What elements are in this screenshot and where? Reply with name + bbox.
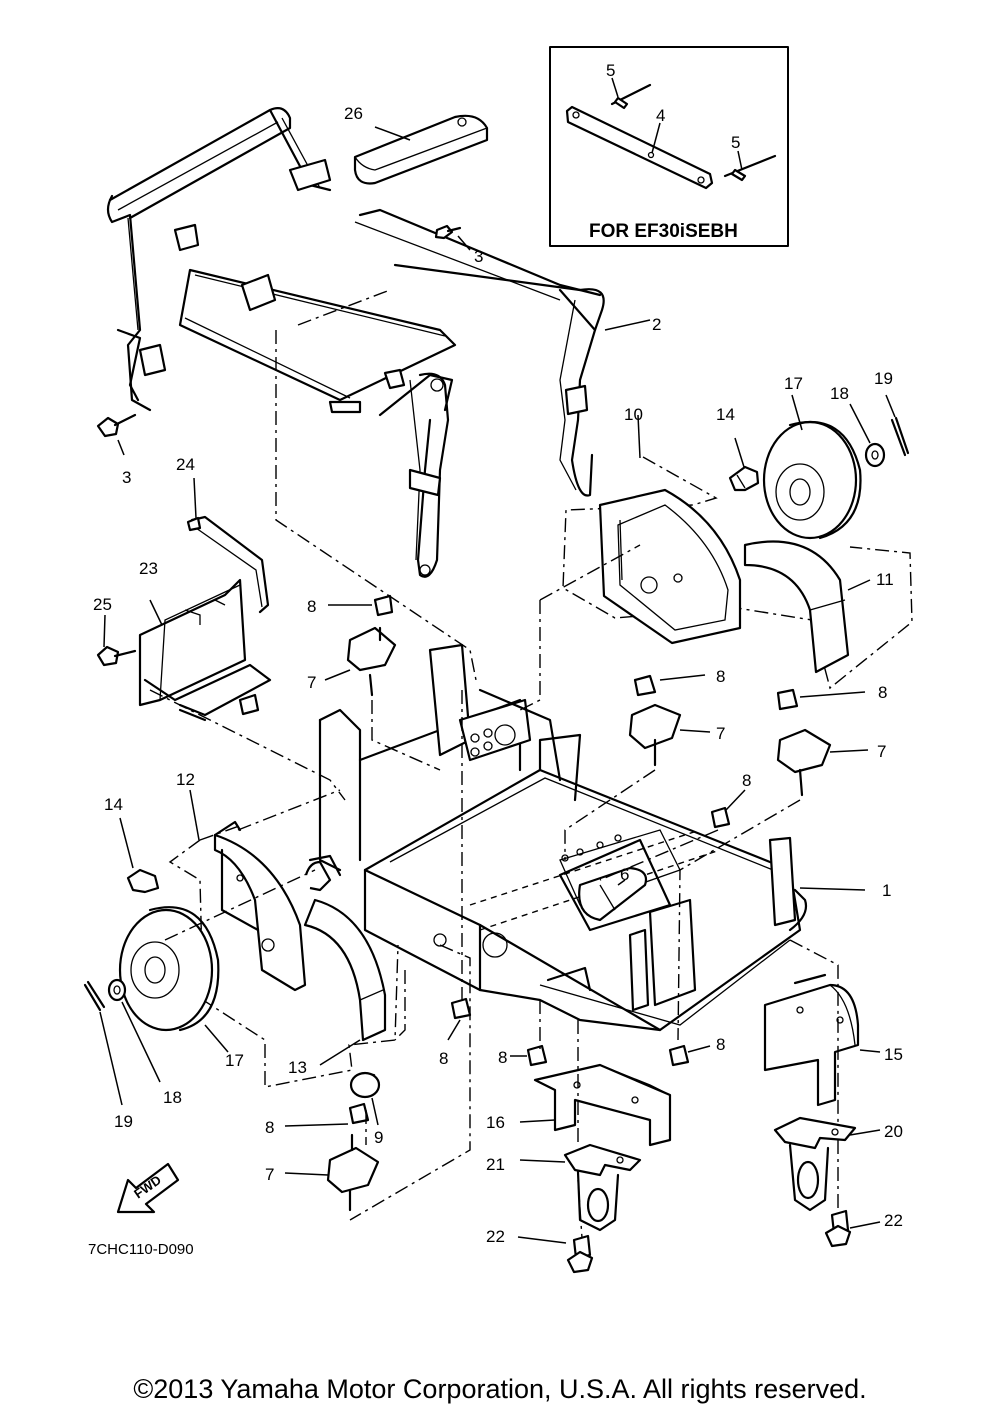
callout-3-upper: 3: [474, 247, 483, 266]
callout-8-right-top: 8: [878, 683, 887, 702]
pin-part-5-upper: [610, 83, 652, 110]
callout-18-left: 18: [163, 1088, 182, 1107]
callout-22-right: 22: [884, 1211, 903, 1230]
callout-15: 15: [884, 1045, 903, 1064]
callout-8-top: 8: [307, 597, 316, 616]
bolt-part-25: [96, 614, 137, 667]
nut-part-8-right-mid: [710, 789, 746, 829]
mount-part-7-top: [324, 626, 397, 697]
callout-8-lower-left: 8: [439, 1049, 448, 1068]
callout-8-right-mid: 8: [742, 771, 751, 790]
cotter-pin-part-19-left: [83, 980, 123, 1106]
callout-19-left: 19: [114, 1112, 133, 1131]
callout-13: 13: [288, 1058, 307, 1077]
callout-21: 21: [486, 1155, 505, 1174]
callout-7-bottom: 7: [265, 1165, 274, 1184]
washer-part-18-right: [849, 403, 886, 468]
nut-part-8-mid: [633, 674, 706, 697]
strap-part-24: [186, 477, 270, 614]
callout-labels: 1 2 3 3 4 5 5 6 7 7 7 7 8 8 8 8 8 8 8 8 …: [93, 61, 903, 1246]
alignment-lines: [149, 289, 839, 1239]
bolt-part-3-upper: [434, 224, 471, 251]
callout-2: 2: [652, 315, 661, 334]
bracket-part-16: [519, 1063, 672, 1147]
mount-part-7-right: [776, 728, 869, 797]
callout-10: 10: [624, 405, 643, 424]
forward-direction-arrow: FWD: [116, 1162, 180, 1214]
drawing-code: 7CHC110-D090: [88, 1241, 194, 1258]
bolt-part-22-right: [824, 1209, 881, 1248]
callout-23: 23: [139, 559, 158, 578]
callout-7-top: 7: [307, 673, 316, 692]
clip-part-14-right: [728, 437, 760, 492]
callout-18-right: 18: [830, 384, 849, 403]
copyright-notice: ©2013 Yamaha Motor Corporation, U.S.A. A…: [133, 1374, 867, 1404]
fender-assembly-part-12: [168, 789, 399, 1088]
callout-24: 24: [176, 455, 195, 474]
bolt-part-22-left: [517, 1234, 594, 1274]
callout-25: 25: [93, 595, 112, 614]
base-frame-part-1: [304, 643, 866, 1032]
bracket-part-4: [565, 105, 714, 190]
callout-9: 9: [374, 1128, 383, 1147]
callout-4: 4: [656, 106, 665, 125]
handle-frame-part-2: [106, 107, 651, 578]
pad-part-6: [578, 866, 648, 922]
nut-part-8-top: [328, 594, 394, 617]
callout-8-lower-right: 8: [716, 1035, 725, 1054]
nut-part-8-bottom: [284, 1102, 370, 1127]
callout-14-right: 14: [716, 405, 735, 424]
bracket-part-15: [763, 973, 881, 1107]
callout-17-left: 17: [225, 1051, 244, 1070]
callout-26: 26: [344, 104, 363, 123]
caster-part-21: [519, 1143, 642, 1232]
callout-5-upper: 5: [606, 61, 615, 80]
mount-part-7-mid: [628, 703, 711, 767]
tray-part-23: [138, 578, 272, 722]
callout-8-bottom: 8: [265, 1118, 274, 1137]
callout-14-left: 14: [104, 795, 123, 814]
nut-part-8-lower-mid: [510, 1044, 548, 1067]
nut-part-8-lower-left: [447, 997, 472, 1041]
handle-cover-part-26: [353, 114, 489, 185]
bolt-part-3-lower: [96, 413, 137, 456]
callout-3-lower: 3: [122, 468, 131, 487]
fender-part-12-inner: [213, 820, 307, 992]
clip-part-14-left: [119, 817, 160, 894]
caster-part-20: [773, 1116, 881, 1212]
callout-20: 20: [884, 1122, 903, 1141]
callout-12: 12: [176, 770, 195, 789]
wheel-part-17-left: [118, 906, 229, 1053]
callout-17-right: 17: [784, 374, 803, 393]
washer-part-18-left: [107, 978, 161, 1083]
callout-22-left: 22: [486, 1227, 505, 1246]
plug-part-9: [349, 1071, 381, 1126]
nut-part-8-right-top: [776, 688, 866, 711]
pin-part-5-lower: [723, 154, 777, 182]
callout-7-right: 7: [877, 742, 886, 761]
callout-8-mid: 8: [716, 667, 725, 686]
inset-title: FOR EF30iSEBH: [589, 221, 738, 242]
mount-part-7-bottom: [284, 1133, 380, 1212]
fender-part-11: [743, 540, 871, 674]
fender-assembly-part-10: [562, 414, 913, 690]
fender-part-13: [303, 898, 387, 1066]
callout-19-right: 19: [874, 369, 893, 388]
nut-part-8-lower-right: [668, 1044, 711, 1067]
callout-7-mid: 7: [716, 724, 725, 743]
callout-5-lower: 5: [731, 133, 740, 152]
cotter-pin-part-19-right: [885, 394, 910, 457]
callout-1: 1: [882, 881, 891, 900]
inset-panel: FOR EF30iSEBH: [549, 46, 789, 247]
callout-11: 11: [876, 570, 894, 589]
callout-6: 6: [620, 865, 629, 884]
wheel-part-17-right: [762, 394, 862, 540]
callout-8-lower-mid: 8: [498, 1048, 507, 1067]
callout-16: 16: [486, 1113, 505, 1132]
